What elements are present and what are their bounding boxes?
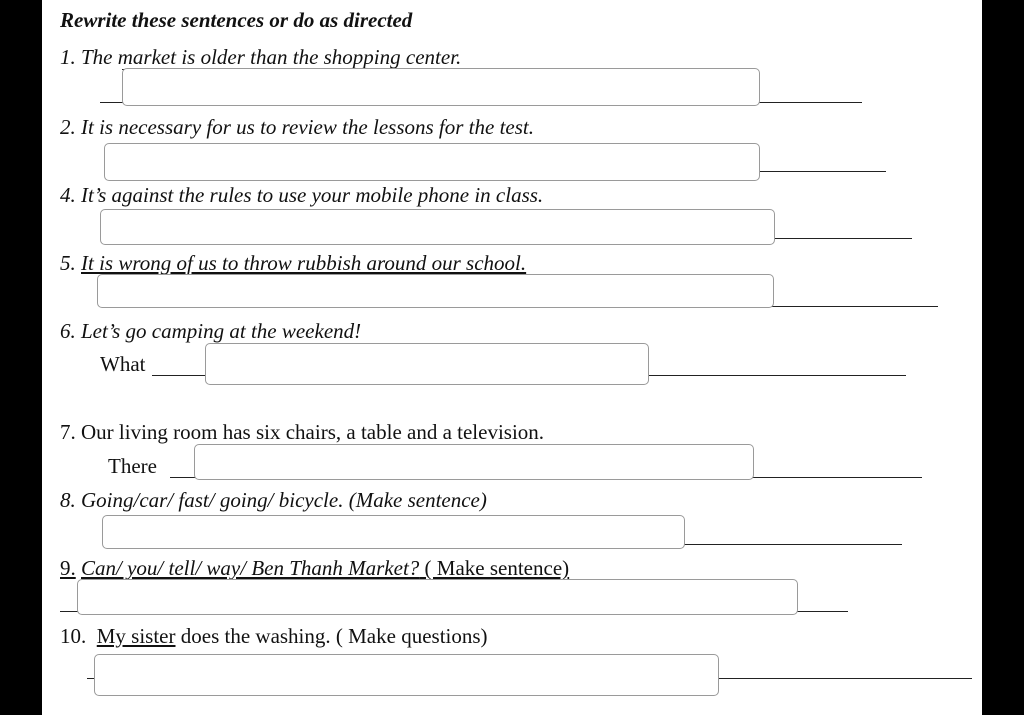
answer-box-5[interactable] — [97, 274, 774, 308]
question-10: 10. My sister does the washing. ( Make q… — [60, 624, 488, 649]
question-text: The market is older than the shopping ce… — [81, 45, 462, 69]
question-number: 8. — [60, 488, 76, 512]
worksheet-heading: Rewrite these sentences or do as directe… — [60, 8, 413, 32]
answer-prompt-there: There — [108, 454, 157, 478]
worksheet: Rewrite these sentences or do as directe… — [42, 0, 982, 715]
question-text: It’s against the rules to use your mobil… — [81, 183, 544, 207]
question-8: 8. Going/car/ fast/ going/ bicycle. (Mak… — [60, 488, 487, 513]
question-5: 5. It is wrong of us to throw rubbish ar… — [60, 251, 526, 276]
question-number: 2. — [60, 115, 76, 139]
question-number: 6. — [60, 319, 76, 343]
answer-box-8[interactable] — [102, 515, 685, 549]
question-6: 6. Let’s go camping at the weekend! — [60, 319, 361, 344]
question-number: 7. — [60, 420, 76, 444]
question-number: 4. — [60, 183, 76, 207]
answer-box-9[interactable] — [77, 579, 798, 615]
question-text: Going/car/ fast/ going/ bicycle. (Make s… — [81, 488, 487, 512]
answer-box-7[interactable] — [194, 444, 754, 480]
question-text: It is necessary for us to review the les… — [81, 115, 534, 139]
question-number: 1. — [60, 45, 76, 69]
question-direction: ( Make sentence) — [419, 556, 570, 580]
question-2: 2. It is necessary for us to review the … — [60, 115, 534, 140]
question-number: 10. — [60, 624, 87, 648]
question-1: 1. The market is older than the shopping… — [60, 45, 461, 70]
answer-box-4[interactable] — [100, 209, 775, 245]
question-number: 5. — [60, 251, 76, 275]
question-4: 4. It’s against the rules to use your mo… — [60, 183, 543, 208]
question-7: 7. Our living room has six chairs, a tab… — [60, 420, 544, 445]
question-text: It is wrong of us to throw rubbish aroun… — [81, 251, 527, 275]
underlined-subject: My sister — [96, 624, 176, 648]
question-9: 9. Can/ you/ tell/ way/ Ben Thanh Market… — [60, 556, 569, 581]
answer-box-1[interactable] — [122, 68, 760, 106]
question-text: Can/ you/ tell/ way/ Ben Thanh Market? — [81, 556, 420, 580]
answer-box-2[interactable] — [104, 143, 760, 181]
question-text: Let’s go camping at the weekend! — [81, 319, 362, 343]
question-direction: does the washing. ( Make questions) — [175, 624, 488, 648]
question-text: Our living room has six chairs, a table … — [81, 420, 545, 444]
answer-box-6[interactable] — [205, 343, 649, 385]
question-number: 9. — [60, 556, 76, 580]
answer-box-10[interactable] — [94, 654, 719, 696]
answer-prompt-what: What — [100, 352, 146, 376]
